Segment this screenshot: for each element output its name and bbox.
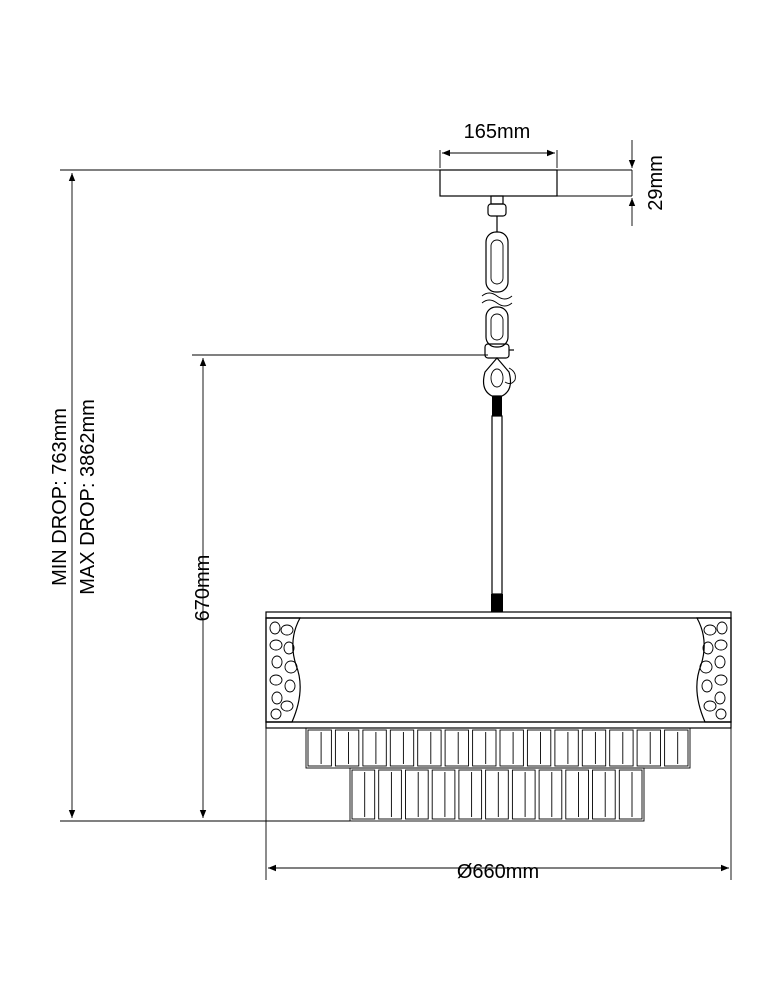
upper-crystal-outline <box>305 727 691 769</box>
upper-crystal-prism <box>389 729 415 767</box>
canopy-height-dimension: 29mm <box>557 140 667 226</box>
upper-crystal-prism <box>609 729 634 767</box>
upper-crystal-prism <box>636 729 661 767</box>
upper-crystal-prism <box>499 729 524 767</box>
lower-crystal-prism <box>538 769 563 820</box>
lower-crystal-outline <box>349 767 645 822</box>
lower-crystal-prism <box>458 769 483 820</box>
drum-shade <box>265 611 732 729</box>
lower-crystal-prism <box>511 769 536 820</box>
upper-crystal-prism <box>526 729 552 767</box>
upper-crystal-prism <box>664 729 689 767</box>
lower-crystal-prism <box>592 769 616 820</box>
lower-crystal-prism <box>565 769 589 820</box>
lower-crystal-prism <box>351 769 376 820</box>
upper-crystal-prism <box>417 729 442 767</box>
lower-crystal-prism <box>378 769 402 820</box>
diameter-label: Ø660mm <box>457 861 539 883</box>
crystal-tier-upper <box>305 727 691 769</box>
diameter-dimension: Ø660mm <box>265 728 732 883</box>
lower-crystal-prism <box>431 769 456 820</box>
crystal-tier-lower <box>349 767 645 822</box>
ceiling-canopy <box>439 169 558 197</box>
upper-crystal-prism <box>307 729 332 767</box>
upper-crystal-prism <box>334 729 360 767</box>
lower-crystal-prism <box>618 769 643 820</box>
upper-crystal-prism <box>554 729 579 767</box>
canopy-height-label: 29mm <box>645 155 667 211</box>
canopy-width-label: 165mm <box>464 121 531 143</box>
lower-crystal-prism <box>405 769 429 820</box>
min-drop-label: MIN DROP: 763mm <box>49 408 71 586</box>
upper-crystal-prism <box>472 729 497 767</box>
upper-crystal-prism <box>362 729 387 767</box>
suspension-chain <box>481 195 516 612</box>
upper-crystal-prism <box>581 729 607 767</box>
drop-dimension: MIN DROP: 763mm MAX DROP: 3862mm <box>49 169 440 822</box>
body-height-dimension: 670mm <box>192 354 488 818</box>
canopy-width-dimension: 165mm <box>439 121 558 168</box>
lower-crystal-prism <box>485 769 509 820</box>
max-drop-label: MAX DROP: 3862mm <box>77 399 99 595</box>
upper-crystal-prism <box>444 729 469 767</box>
body-height-label: 670mm <box>192 555 214 622</box>
